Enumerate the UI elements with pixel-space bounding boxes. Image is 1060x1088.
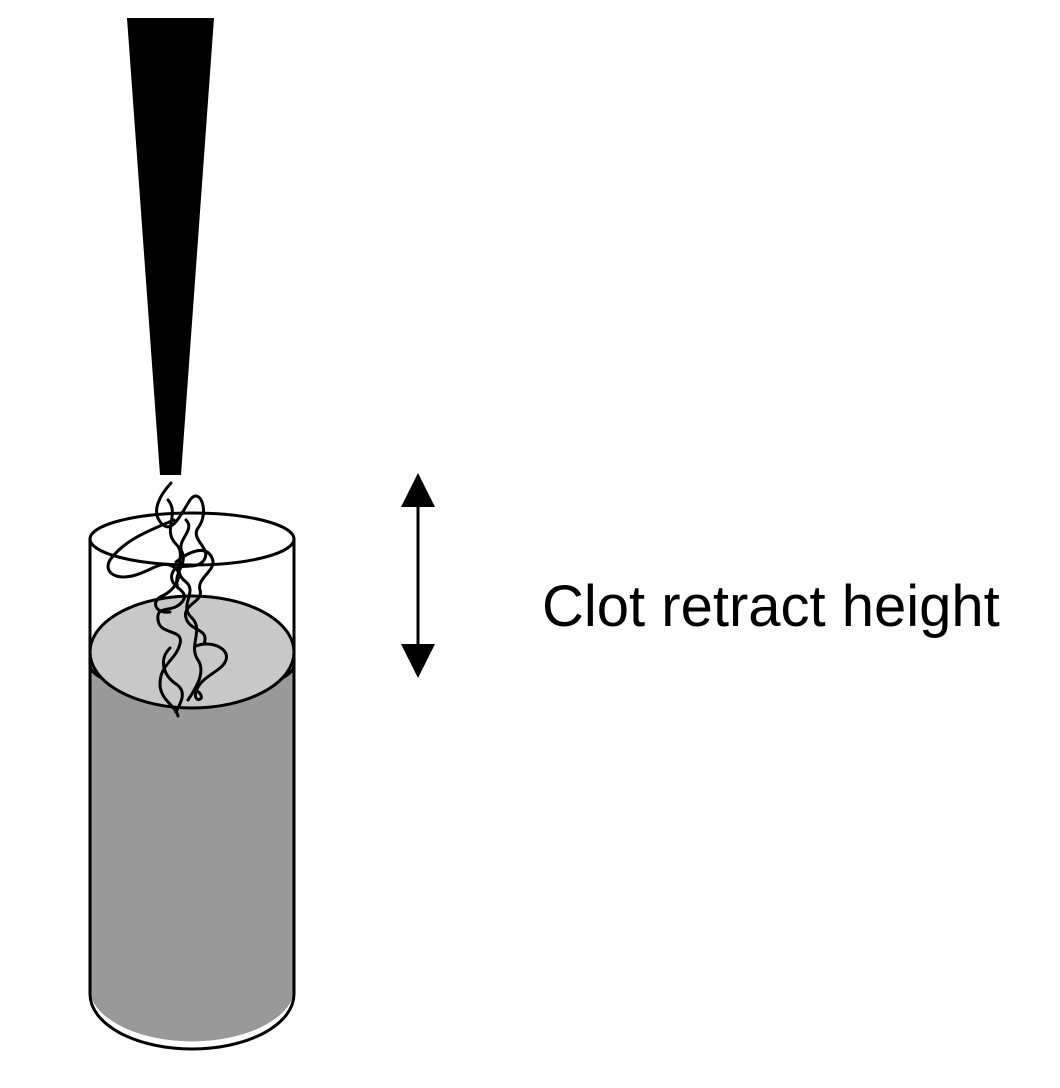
- arrow-icon: [401, 473, 435, 678]
- arrow-up-head: [401, 473, 435, 507]
- fibrin-strands: [106, 481, 228, 718]
- tube-opening: [88, 511, 296, 567]
- rod: [127, 18, 214, 475]
- clot-retract-height-label: Clot retract height: [542, 574, 1000, 639]
- tube-bottom: [88, 993, 296, 1051]
- serum-body: [90, 665, 294, 1042]
- arrow-down-head: [401, 644, 435, 678]
